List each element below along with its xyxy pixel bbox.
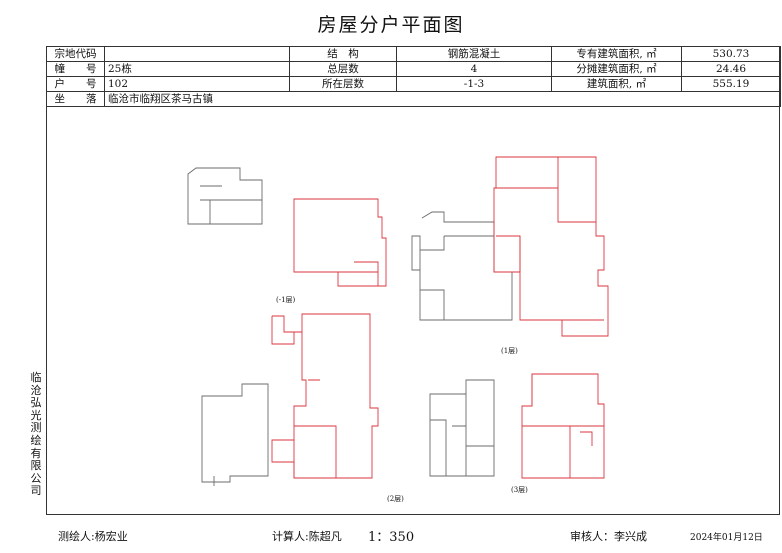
total-floors-value: 4	[396, 61, 552, 77]
info-row-1: 宗地代码 结 构 钢筋混凝土 专有建筑面积, ㎡ 530.73	[46, 46, 781, 62]
floor-plan-drawing	[187, 156, 609, 486]
building-area-value: 555.19	[681, 76, 781, 92]
floor-value: -1-3	[396, 76, 552, 92]
plan-1-unit	[493, 156, 609, 337]
page-title: 房屋分户平面图	[317, 14, 465, 36]
location-label: 坐 落	[46, 91, 105, 107]
plan-2-unit	[271, 313, 379, 479]
exclusive-area-value: 530.73	[681, 46, 781, 62]
info-row-3: 户 号 102 所在层数 -1-3 建筑面积, ㎡ 555.19	[46, 76, 781, 92]
building-area-label: 建筑面积, ㎡	[551, 76, 682, 92]
exclusive-area-label: 专有建筑面积, ㎡	[551, 46, 682, 62]
calculator-signature: 计算人:陈超凡	[272, 530, 342, 543]
plan-2-context	[201, 383, 269, 486]
plan-3-context	[429, 379, 495, 477]
shared-area-value: 24.46	[681, 61, 781, 77]
location-value: 临沧市临翔区茶马古镇	[104, 91, 781, 107]
plan-3-unit	[521, 373, 605, 479]
plan-b1-unit	[293, 198, 387, 287]
parcel-value	[104, 46, 290, 62]
building-value: 25栋	[104, 61, 290, 77]
caption-floor-1: (1层)	[501, 347, 518, 355]
building-label: 幢 号	[46, 61, 105, 77]
unit-value: 102	[104, 76, 290, 92]
surveyor-signature: 测绘人:杨宏业	[58, 530, 128, 543]
plan-1-context	[411, 211, 513, 321]
issue-date: 2024年01月12日	[690, 533, 763, 543]
info-row-4: 坐 落 临沧市临翔区茶马古镇	[46, 91, 781, 107]
surveyor-company: 临沧弘光测绘有限公司	[30, 371, 42, 498]
unit-label: 户 号	[46, 76, 105, 92]
reviewer-signature: 审核人：李兴成	[570, 530, 647, 543]
caption-floor-b1: (-1层)	[276, 296, 296, 304]
shared-area-label: 分摊建筑面积, ㎡	[551, 61, 682, 77]
structure-label: 结 构	[289, 46, 397, 62]
parcel-label: 宗地代码	[46, 46, 105, 62]
caption-floor-3: (3层)	[511, 486, 528, 494]
info-table: 宗地代码 结 构 钢筋混凝土 专有建筑面积, ㎡ 530.73 幢 号 25栋 …	[46, 46, 781, 107]
caption-floor-2: (2层)	[387, 495, 404, 503]
scale-label: 1：350	[368, 530, 415, 545]
plan-b1-context	[187, 167, 263, 225]
structure-value: 钢筋混凝土	[396, 46, 552, 62]
info-row-2: 幢 号 25栋 总层数 4 分摊建筑面积, ㎡ 24.46	[46, 61, 781, 77]
total-floors-label: 总层数	[289, 61, 397, 77]
floor-label: 所在层数	[289, 76, 397, 92]
